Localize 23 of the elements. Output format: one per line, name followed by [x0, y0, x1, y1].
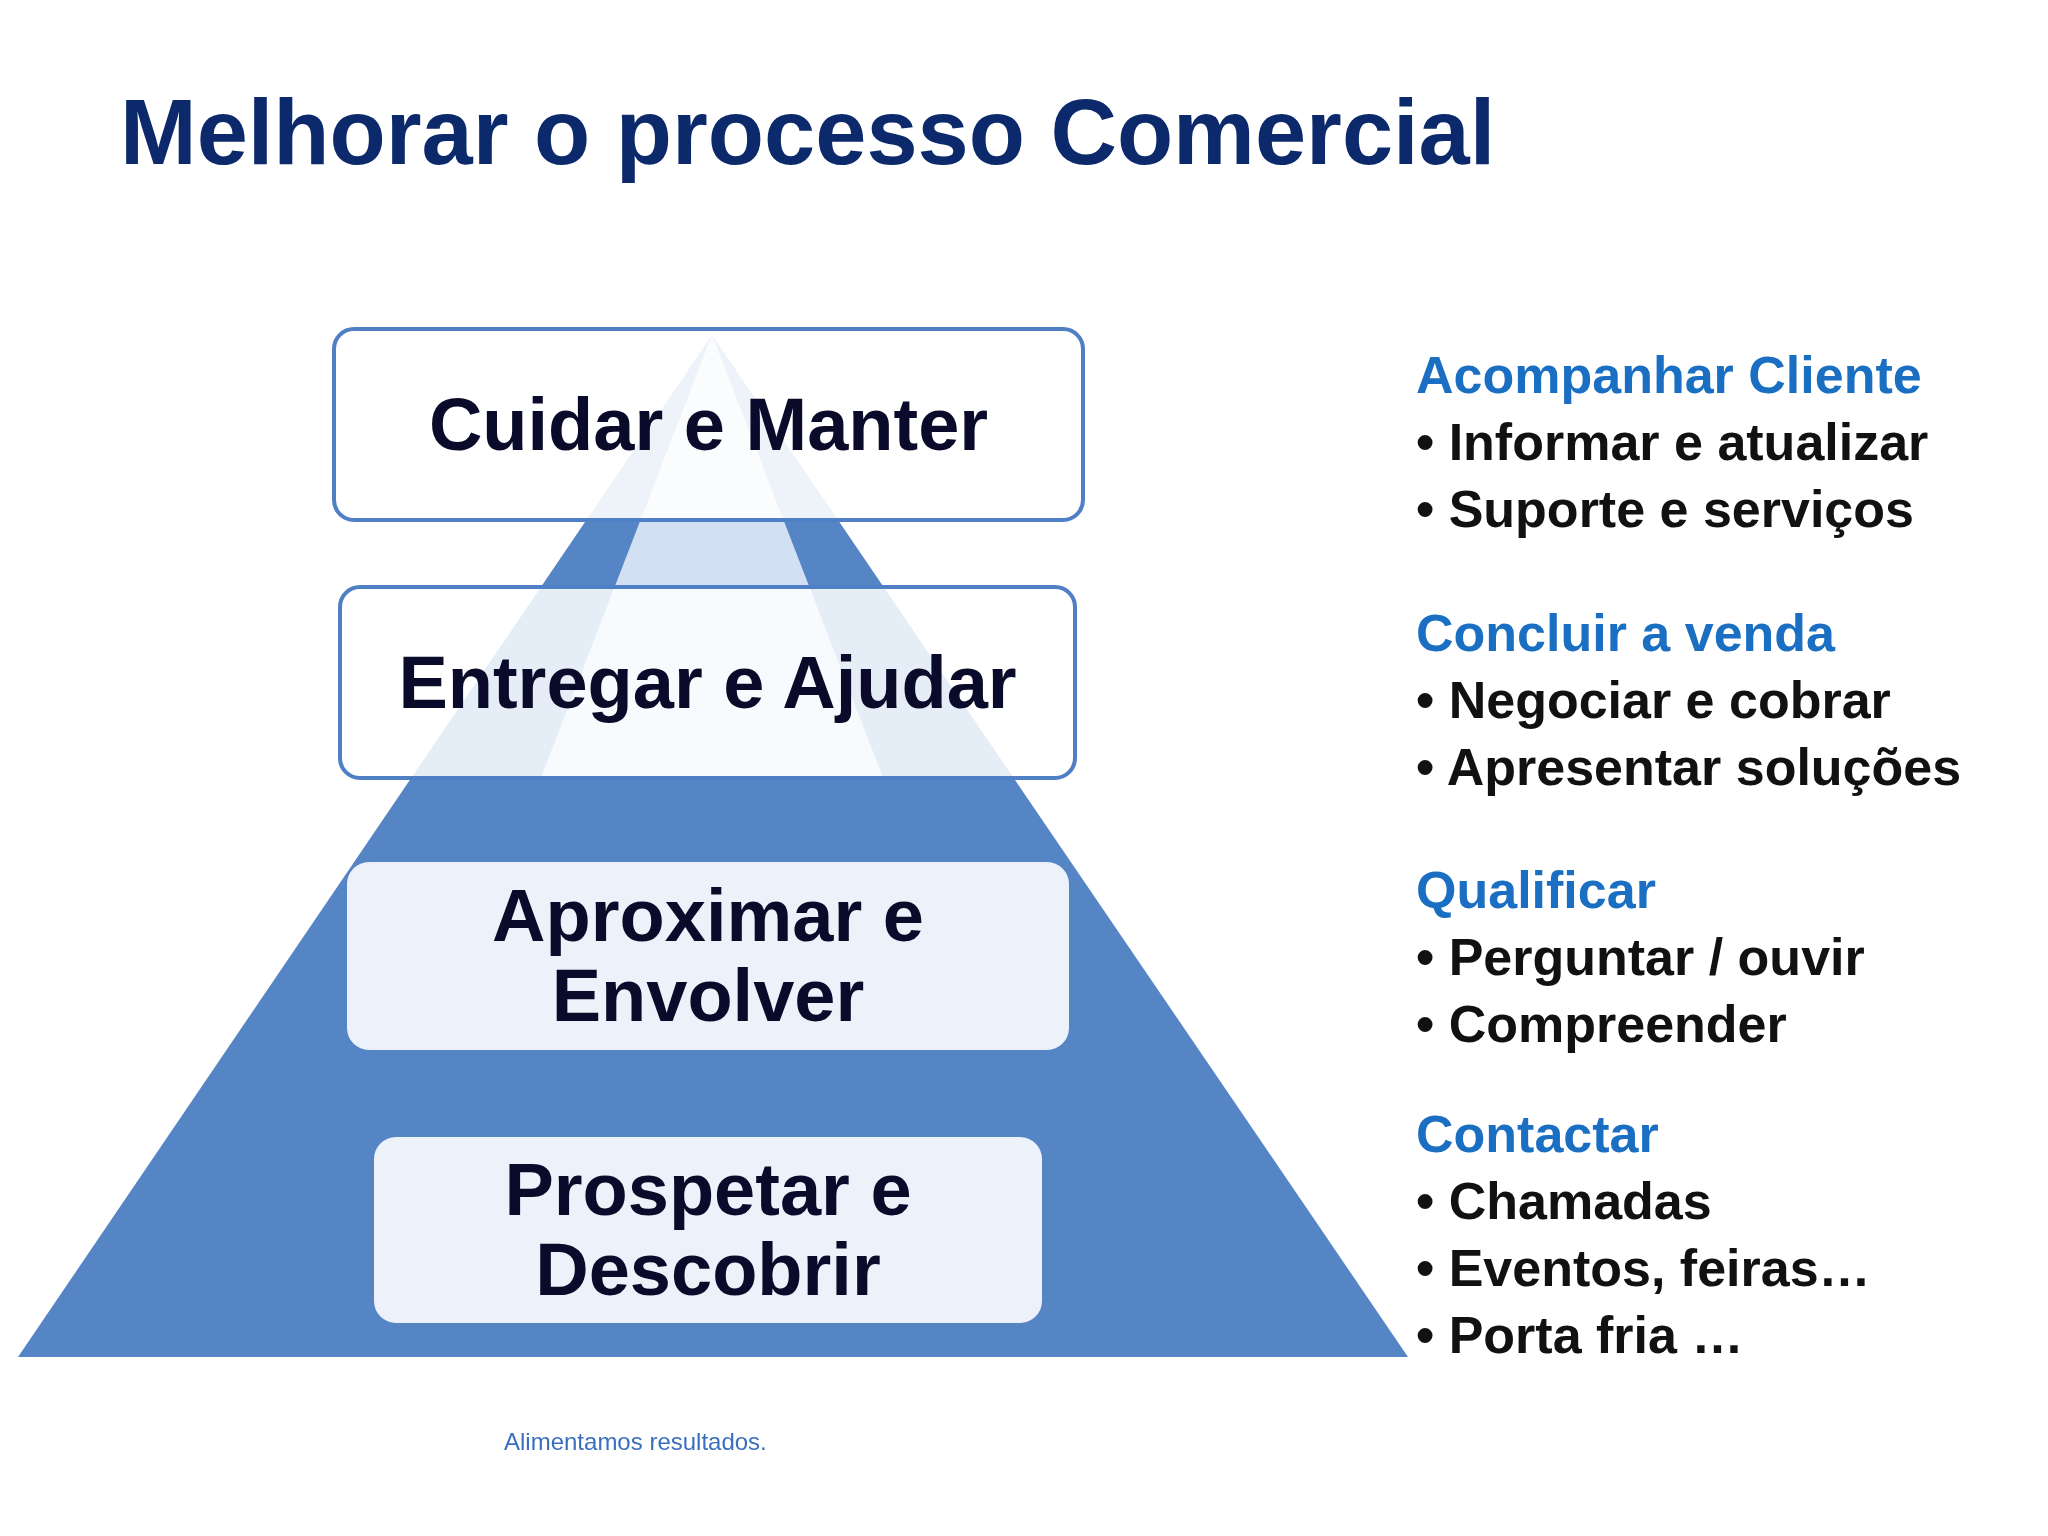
level-label: Prospetar e Descobrir [503, 1150, 913, 1310]
bullet-item: • Suporte e serviços [1416, 479, 1914, 539]
pyramid-level-box [332, 327, 1085, 522]
bullet-item: • Negociar e cobrar [1416, 670, 1891, 730]
level-label: Cuidar e Manter [428, 384, 989, 465]
bullet-item: • Compreender [1416, 994, 1787, 1054]
pyramid-level-box [374, 1137, 1042, 1323]
section-heading: Contactar [1416, 1104, 1659, 1164]
section-heading: Qualificar [1416, 860, 1656, 920]
bullet-item: • Eventos, feiras… [1416, 1238, 1871, 1298]
pyramid-level-box [347, 862, 1069, 1050]
bullet-item: • Chamadas [1416, 1171, 1712, 1231]
bullet-item: • Perguntar / ouvir [1416, 927, 1865, 987]
bullet-item: • Porta fria … [1416, 1305, 1744, 1365]
footer-tagline: Alimentamos resultados. [504, 1428, 767, 1456]
level-label: Aproximar e Envolver [491, 876, 925, 1036]
title: Melhorar o processo Comercial [120, 80, 1496, 185]
level-label: Entregar e Ajudar [398, 642, 1017, 723]
pyramid-level-box [338, 585, 1077, 780]
bullet-item: • Apresentar soluções [1416, 737, 1962, 797]
bullet-item: • Informar e atualizar [1416, 412, 1929, 472]
section-heading: Acompanhar Cliente [1416, 345, 1922, 405]
section-heading: Concluir a venda [1416, 603, 1835, 663]
